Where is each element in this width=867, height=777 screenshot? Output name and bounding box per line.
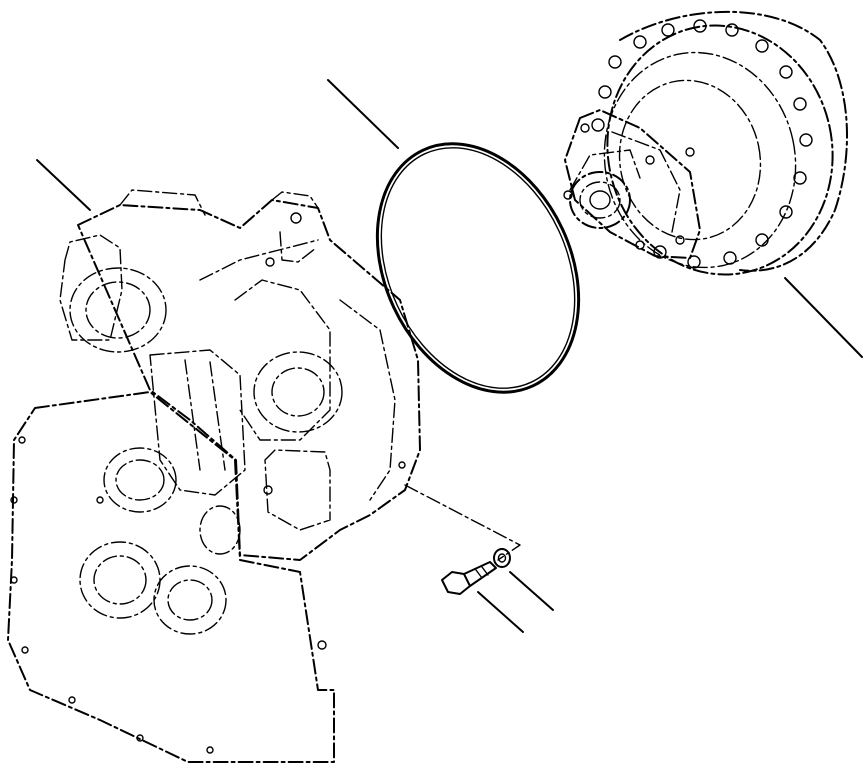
stud-ring — [591, 19, 813, 269]
alignment-line — [404, 484, 521, 561]
leader-line-washer — [509, 571, 554, 611]
transmission-case — [7, 189, 421, 763]
torque-converter — [563, 10, 848, 276]
leader-lines — [36, 79, 863, 633]
bolt — [441, 561, 497, 595]
leader-line-converter — [784, 277, 863, 358]
leader-line-case — [36, 159, 91, 211]
leader-line-bolt — [477, 591, 524, 633]
washer — [493, 548, 511, 568]
o-ring — [375, 142, 581, 394]
leader-line-o-ring — [327, 79, 399, 149]
